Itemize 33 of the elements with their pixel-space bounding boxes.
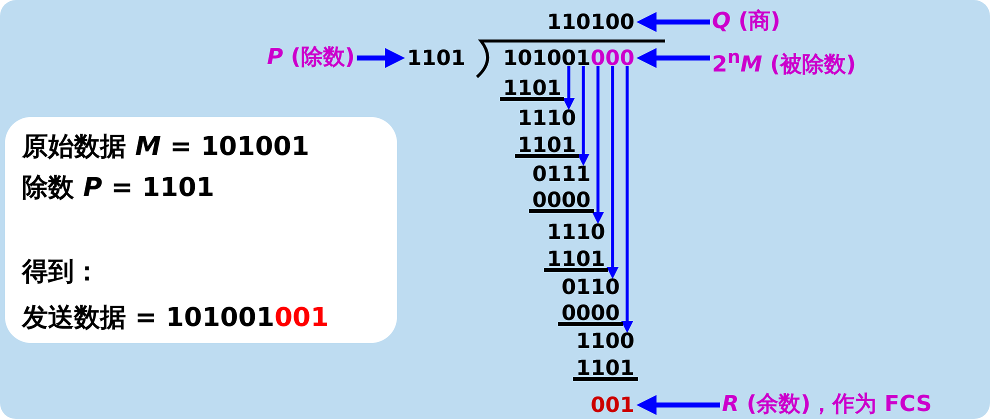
subtrahend-number: 1101: [544, 251, 608, 272]
subtrahend-number: 1101: [514, 137, 580, 158]
divisor-label: P (除数): [267, 45, 355, 71]
partial-remainder: 0110: [561, 279, 620, 295]
quotient-number: 110100: [546, 14, 634, 30]
arrow: [606, 66, 619, 279]
subtrahend-number: 0000: [558, 305, 623, 326]
remainder-label: R (余数)，作为 FCS: [722, 392, 932, 418]
arrow: [636, 48, 710, 68]
summary-text: 得到：: [22, 256, 100, 288]
arrow: [621, 66, 634, 333]
arrow: [636, 12, 710, 32]
summary-text: 除数 P = 1101: [22, 172, 214, 204]
summary-text: 原始数据 M = 101001: [22, 131, 310, 163]
divisor-number: 1101: [407, 50, 466, 66]
dividend-number: 101001000: [503, 50, 635, 66]
arrow: [636, 395, 720, 415]
partial-remainder: 0111: [532, 166, 591, 182]
partial-remainder: 1100: [576, 333, 634, 349]
arrow: [356, 48, 405, 68]
summary-panel: [5, 117, 397, 343]
remainder-number: 001: [590, 397, 634, 413]
arrow: [562, 66, 575, 110]
arrow: [592, 66, 604, 224]
subtrahend-number: 0000: [529, 192, 594, 213]
dividend-label: 2$^{n}$M (被除数): [712, 45, 856, 78]
subtrahend-number: 1101: [500, 80, 564, 101]
summary-text: 发送数据 = 101001001: [22, 302, 329, 334]
subtrahend-number: 1101: [573, 360, 638, 381]
arrow: [577, 66, 590, 166]
partial-remainder: 1110: [518, 110, 576, 126]
partial-remainder: 1110: [546, 224, 606, 240]
quotient-label: Q (商): [712, 9, 780, 35]
